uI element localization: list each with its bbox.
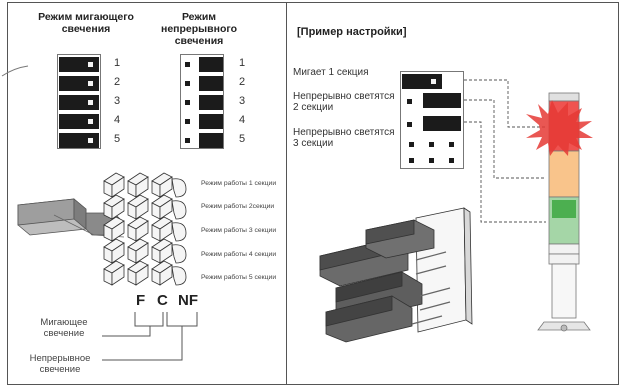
switch-lever-1 <box>199 57 223 72</box>
jumper-f-label: F <box>136 292 146 309</box>
tower-pole <box>551 263 577 319</box>
tower-ring <box>548 253 580 265</box>
switch-dot <box>88 62 93 67</box>
tower-green-shade <box>552 200 576 218</box>
section-mode-label: Режим работы 4 секции <box>201 251 277 258</box>
switch-number: 1 <box>239 57 246 69</box>
steady-mode-title: Режим непрерывного свечения <box>160 11 238 47</box>
example-label-3: Непрерывно светятся 3 секции <box>293 127 395 149</box>
switch-number: 3 <box>114 95 121 107</box>
switch-dot <box>429 158 434 163</box>
switch-number: 2 <box>114 76 121 88</box>
section-mode-label: Режим работы 5 секции <box>201 274 277 281</box>
pins <box>411 251 451 325</box>
dashed-connectors <box>464 79 546 223</box>
flash-burst-icon <box>526 100 593 156</box>
switch-lever-2 <box>59 76 99 91</box>
switch-dot <box>409 142 414 147</box>
panel-divider <box>286 2 287 385</box>
tower-cap <box>548 92 580 102</box>
switch-dot <box>88 100 93 105</box>
switch-dot <box>88 119 93 124</box>
switch-lever-5 <box>199 133 223 148</box>
jumper-cluster <box>319 219 435 343</box>
example-lever-1 <box>402 74 442 89</box>
switch-number: 1 <box>114 57 121 69</box>
switch-number: 4 <box>239 114 246 126</box>
switch-dot <box>88 81 93 86</box>
switch-dot <box>429 142 434 147</box>
switch-dot <box>449 142 454 147</box>
jumper-block-illustration <box>17 172 187 286</box>
switch-lever-3 <box>199 95 223 110</box>
example-lever-2 <box>423 93 461 108</box>
example-lever-3 <box>423 116 461 131</box>
switch-dot <box>185 62 190 67</box>
switch-number: 5 <box>239 133 246 145</box>
switch-dot <box>407 122 412 127</box>
example-label-2: Непрерывно светятся 2 секции <box>293 91 395 113</box>
header-rows <box>103 172 187 286</box>
section-mode-label: Режим работы 3 секции <box>201 227 277 234</box>
dip-switch-steady <box>180 54 224 149</box>
blink-mode-title: Режим мигающего свечения <box>38 11 134 35</box>
example-label-1: Мигает 1 секция <box>293 67 369 78</box>
switch-lever-4 <box>199 114 223 129</box>
connector-plug <box>17 198 125 238</box>
switch-number: 2 <box>239 76 246 88</box>
switch-lever-1 <box>59 57 99 72</box>
figure-frame <box>7 2 619 385</box>
section-mode-label: Режим работы 1 секции <box>201 180 277 187</box>
example-title: [Пример настройки] <box>297 26 407 38</box>
switch-dot <box>185 138 190 143</box>
switch-lever-3 <box>59 95 99 110</box>
switch-dot <box>88 138 93 143</box>
switch-lever-2 <box>199 76 223 91</box>
dip-switch-blink <box>57 54 101 149</box>
switch-number: 4 <box>114 114 121 126</box>
steady-label: Непрерывное свечение <box>29 353 91 375</box>
switch-dot <box>185 100 190 105</box>
edge-curve <box>1 65 29 77</box>
example-dip-switch <box>400 71 464 169</box>
switch-dot <box>185 119 190 124</box>
switch-number: 5 <box>114 133 121 145</box>
switch-lever-4 <box>59 114 99 129</box>
connector-illustration <box>319 207 473 343</box>
tower-ring <box>548 243 580 255</box>
bracket-lines <box>102 312 198 361</box>
switch-number: 3 <box>239 95 246 107</box>
switch-dot <box>409 158 414 163</box>
jumper-c-label: C <box>157 292 168 309</box>
blink-label: Мигающее свечение <box>40 317 88 339</box>
switch-dot <box>431 79 436 84</box>
switch-dot <box>185 81 190 86</box>
switch-dot <box>449 158 454 163</box>
section-mode-label: Режим работы 2секции <box>201 203 275 210</box>
switch-lever-5 <box>59 133 99 148</box>
signal-tower-diagram <box>464 79 593 332</box>
tower-orange-lamp <box>548 150 580 198</box>
jumper-nf-label: NF <box>178 292 198 309</box>
switch-dot <box>407 99 412 104</box>
